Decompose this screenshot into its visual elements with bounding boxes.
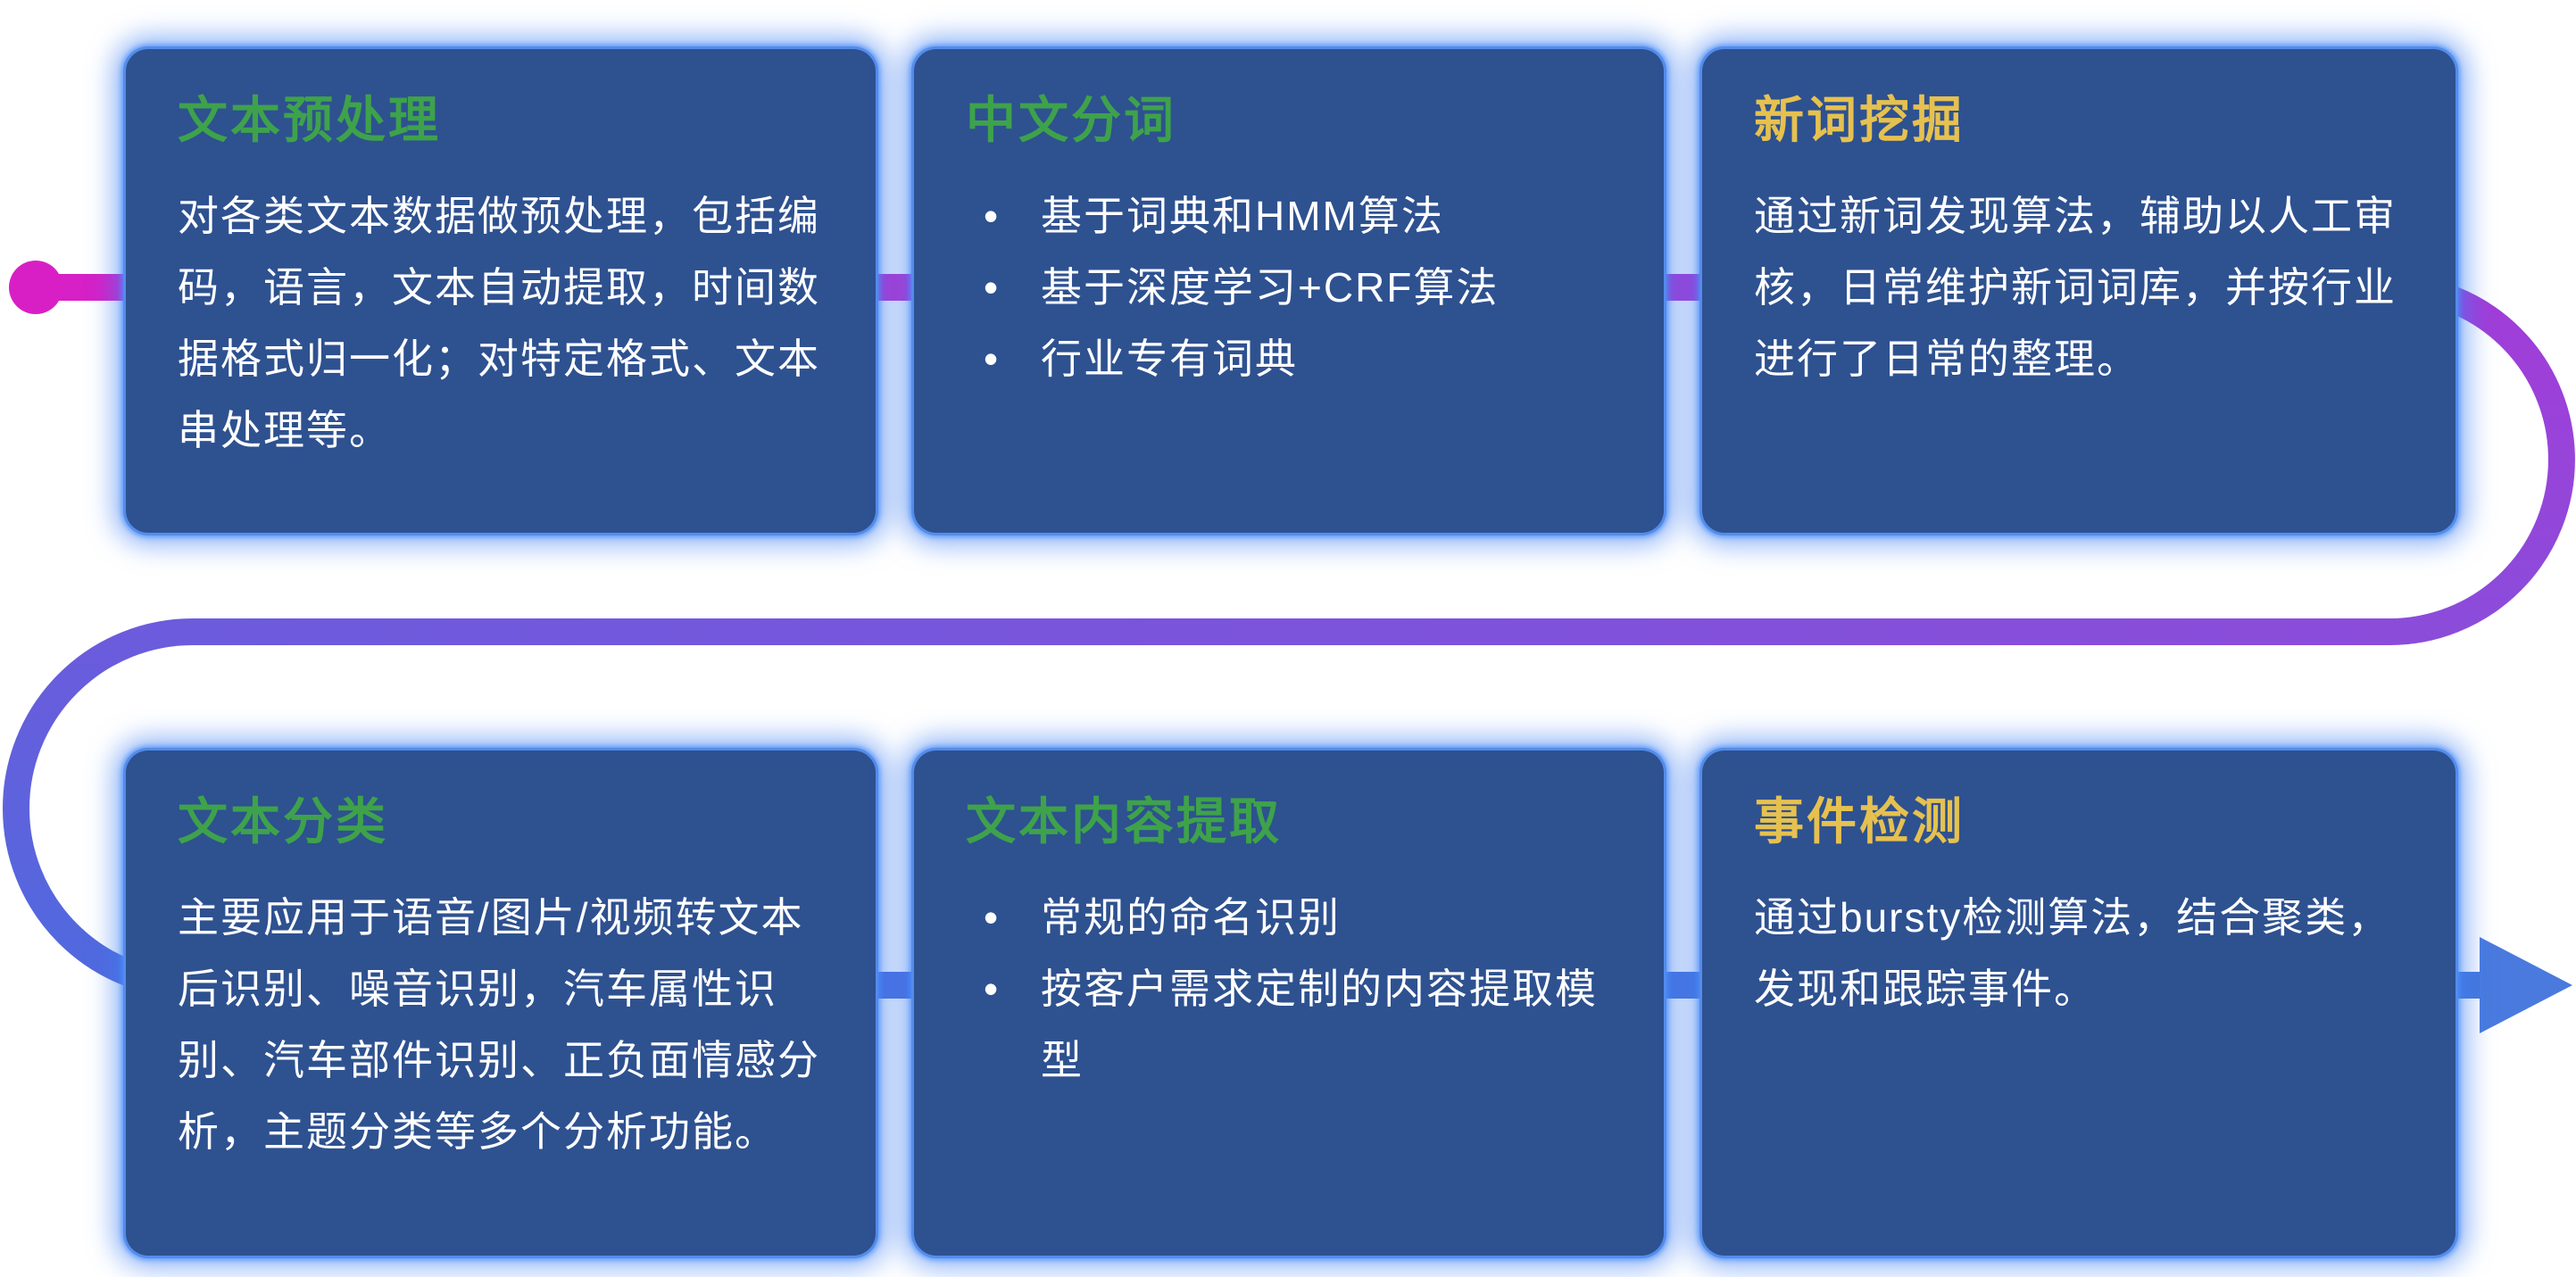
card-title: 文本内容提取 bbox=[966, 793, 1282, 850]
flow-curve-right bbox=[2389, 274, 2575, 645]
card-title: 中文分词 bbox=[966, 92, 1176, 148]
card-body: 主要应用于语音/图片/视频转文本后识别、噪音识别，汽车属性识别、汽车部件识别、正… bbox=[178, 894, 820, 1156]
flow-curve-left bbox=[3, 618, 194, 999]
card-text-preprocessing: 文本预处理 对各类文本数据做预处理，包括编码，语言，文本自动提取，时间数据格式归… bbox=[123, 46, 878, 535]
bullet-item: 基于词典和HMM算法 bbox=[966, 180, 1612, 252]
bullet-item: 常规的命名识别 bbox=[966, 882, 1612, 953]
bullet-item: 基于深度学习+CRF算法 bbox=[966, 252, 1612, 323]
card-title: 事件检测 bbox=[1754, 793, 1965, 850]
bullet-item: 按客户需求定制的内容提取模型 bbox=[966, 953, 1612, 1096]
card-title: 文本分类 bbox=[178, 793, 388, 850]
card-text-classification: 文本分类 主要应用于语音/图片/视频转文本后识别、噪音识别，汽车属性识别、汽车部… bbox=[123, 748, 878, 1258]
card-text-content-extraction: 文本内容提取 常规的命名识别按客户需求定制的内容提取模型 bbox=[911, 748, 1666, 1258]
card-body: 通过bursty检测算法，结合聚类，发现和跟踪事件。 bbox=[1754, 894, 2391, 1013]
flow-start-dot bbox=[9, 261, 62, 314]
card-chinese-word-segmentation: 中文分词 基于词典和HMM算法基于深度学习+CRF算法行业专有词典 bbox=[911, 46, 1666, 535]
bullet-list: 常规的命名识别按客户需求定制的内容提取模型 bbox=[966, 882, 1612, 1096]
card-title: 新词挖掘 bbox=[1754, 92, 1965, 148]
card-body: 通过新词发现算法，辅助以人工审核，日常维护新词词库，并按行业进行了日常的整理。 bbox=[1754, 193, 2397, 383]
bullet-list: 基于词典和HMM算法基于深度学习+CRF算法行业专有词典 bbox=[966, 180, 1612, 394]
card-title: 文本预处理 bbox=[178, 92, 441, 148]
bullet-item: 行业专有词典 bbox=[966, 323, 1612, 394]
card-event-detection: 事件检测 通过bursty检测算法，结合聚类，发现和跟踪事件。 bbox=[1699, 748, 2458, 1258]
card-body: 对各类文本数据做预处理，包括编码，语言，文本自动提取，时间数据格式归一化；对特定… bbox=[178, 193, 820, 454]
card-new-word-mining: 新词挖掘 通过新词发现算法，辅助以人工审核，日常维护新词词库，并按行业进行了日常… bbox=[1699, 46, 2458, 535]
flow-end-arrow-icon bbox=[2480, 937, 2572, 1033]
